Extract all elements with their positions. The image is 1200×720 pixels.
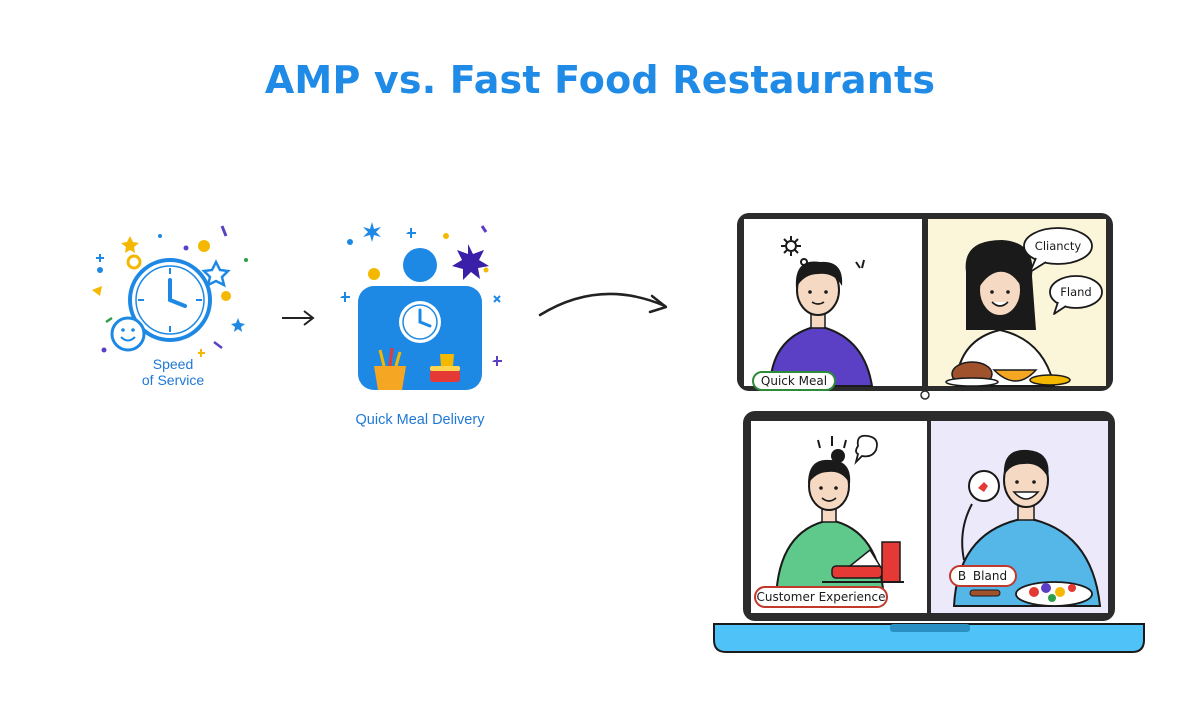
arrow-right-icon [282, 310, 315, 326]
laptop-icon [713, 411, 1145, 653]
quick-meal-delivery-label: Quick Meal Delivery [355, 412, 485, 428]
confetti-decoration [92, 225, 248, 357]
curved-arrow-icon [538, 292, 668, 317]
speed-label-line1: Speed [152, 356, 194, 372]
person-dining [945, 240, 1071, 387]
clock-icon [128, 258, 212, 342]
page-title: AMP vs. Fast Food Restaurants [264, 58, 936, 102]
speed-label-line2: of Service [141, 372, 205, 388]
speech-bubble-bottom: Fland [1049, 275, 1103, 315]
bubble-top-text: Cliancty [1035, 239, 1082, 253]
smiley-icon [110, 316, 146, 352]
speech-bubble-top: Cliancty [1023, 227, 1093, 273]
bubble-bottom-text: Fland [1060, 285, 1091, 299]
quick-meal-tag: Quick Meal [752, 371, 836, 391]
person-customer [774, 434, 904, 601]
quick-meal-tag-text: Quick Meal [761, 374, 827, 388]
person-clock-icon [358, 248, 482, 390]
speed-of-service-label: Speed of Service [118, 356, 228, 388]
customer-experience-tag-text: Customer Experience [756, 590, 885, 604]
bland-tag-prefix: B [958, 569, 966, 583]
bland-tag: B Bland [949, 565, 1017, 587]
customer-experience-tag: Customer Experience [754, 586, 888, 608]
delivery-confetti [340, 222, 502, 366]
bland-tag-text: Bland [973, 569, 1007, 583]
